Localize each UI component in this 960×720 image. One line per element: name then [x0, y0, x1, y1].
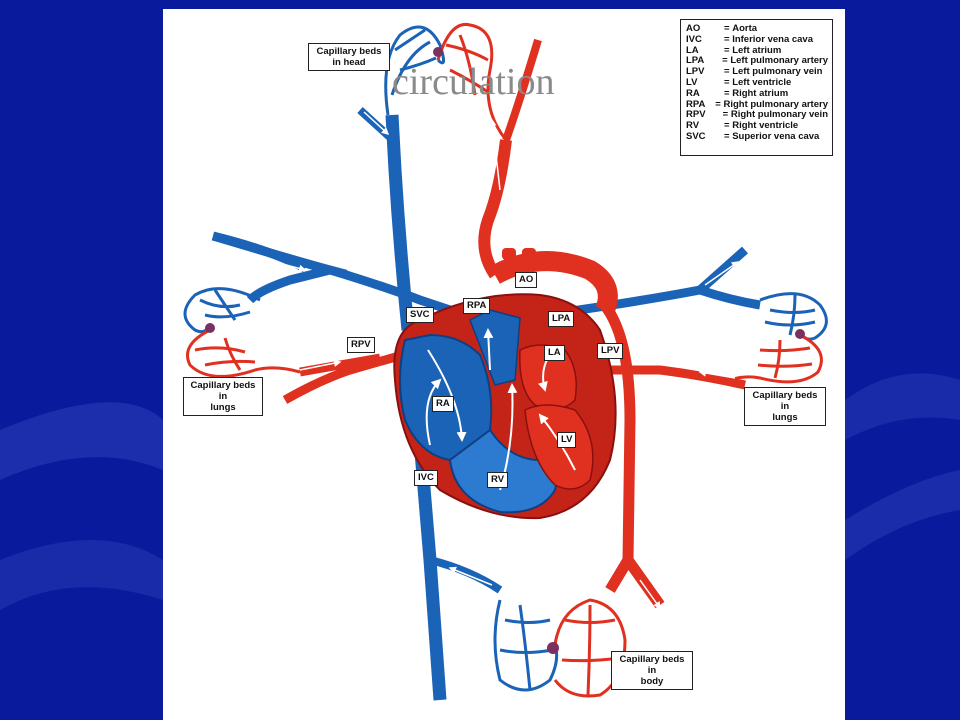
- tag-ivc: IVC: [414, 470, 438, 486]
- tag-svc: SVC: [406, 307, 434, 323]
- label-capillary-body: Capillary beds in body: [611, 651, 693, 690]
- tag-ao: AO: [515, 272, 538, 288]
- capillary-bed-left-lung: [183, 287, 301, 378]
- tag-lpa: LPA: [548, 311, 575, 327]
- tag-lpv: LPV: [597, 343, 624, 359]
- legend-row: RV= Right ventricle: [686, 120, 799, 132]
- label-capillary-lungs-right: Capillary beds in lungs: [744, 387, 826, 426]
- rpv-vessel: [282, 345, 422, 404]
- aorta-to-head: [478, 139, 512, 279]
- legend-row: RPV= Right pulmonary vein: [686, 109, 828, 121]
- label-capillary-head: Capillary beds in head: [308, 43, 390, 71]
- tag-lv: LV: [557, 432, 577, 448]
- legend-row: RPA= Right pulmonary artery: [686, 98, 828, 110]
- tag-ra: RA: [432, 396, 454, 412]
- legend-row: LA= Left atrium: [686, 44, 782, 56]
- legend-row: LV= Left ventricle: [686, 76, 792, 88]
- lpv-vessel: [580, 365, 746, 390]
- slide-title: circulation: [392, 61, 555, 103]
- tag-rv: RV: [487, 472, 509, 488]
- tag-rpv: RPV: [347, 337, 375, 353]
- legend-row: AO= Aorta: [686, 23, 758, 34]
- tag-la: LA: [544, 345, 565, 361]
- legend-row: RA= Right atrium: [686, 87, 789, 99]
- legend-row: LPV= Left pulmonary vein: [686, 66, 823, 78]
- capillary-bed-body: [493, 598, 627, 698]
- legend-row: IVC= Inferior vena cava: [686, 33, 813, 45]
- tag-rpa: RPA: [463, 298, 491, 314]
- label-capillary-lungs-left: Capillary beds in lungs: [183, 377, 263, 416]
- capillary-bed-head: [384, 22, 508, 141]
- legend-row: LPA= Left pulmonary artery: [686, 55, 828, 67]
- legend-box: AO= Aorta IVC= Inferior vena cava LA= Le…: [680, 19, 833, 156]
- legend-row: SVC= Superior vena cava: [686, 130, 820, 142]
- capillary-bed-right-lung: [729, 292, 828, 384]
